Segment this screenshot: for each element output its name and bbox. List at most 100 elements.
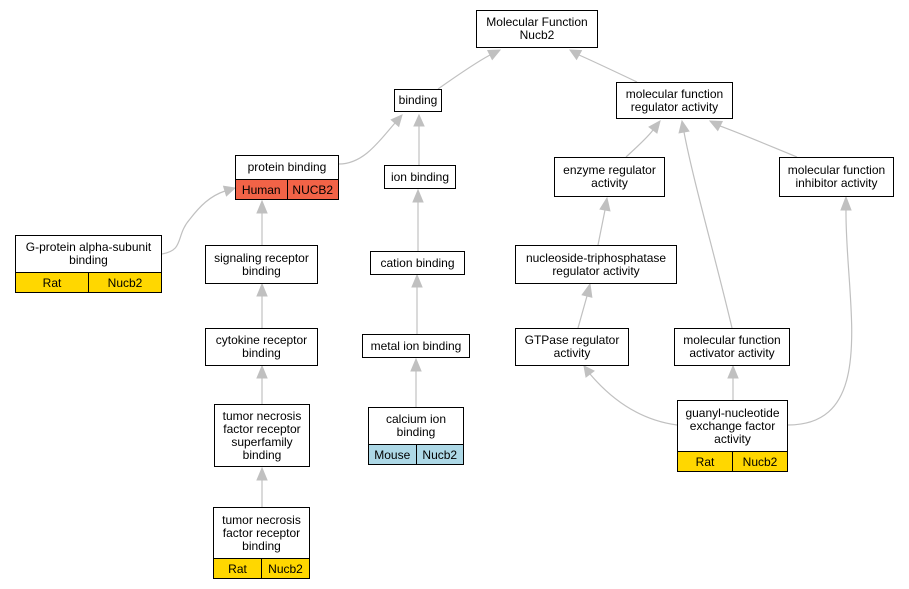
gene-cell: Nucb2 bbox=[88, 273, 161, 292]
edge-enzreg-to-mfra bbox=[625, 120, 661, 158]
node-label: protein binding bbox=[247, 160, 327, 174]
arrowhead-icon bbox=[678, 119, 690, 134]
annotation-row: Human NUCB2 bbox=[236, 179, 338, 199]
edge-mfact-to-mfra bbox=[678, 119, 733, 329]
arrowhead-icon bbox=[568, 49, 583, 61]
arrowhead-icon bbox=[410, 357, 422, 372]
node-label: tumor necrosis factor receptor superfami… bbox=[222, 408, 302, 462]
arrowhead-icon bbox=[583, 365, 595, 378]
arrowhead-icon bbox=[708, 120, 724, 132]
node-protein-binding[interactable]: protein binding Human NUCB2 bbox=[235, 155, 339, 200]
node-molecular-function-regulator-activity[interactable]: molecular function regulator activity bbox=[616, 82, 733, 119]
node-label: nucleoside-triphosphatase regulator acti… bbox=[525, 250, 667, 278]
edge-mfinh-to-mfra bbox=[708, 120, 798, 158]
node-gtpase-regulator-activity[interactable]: GTPase regulator activity bbox=[515, 328, 629, 366]
node-tnf-receptor-superfamily-binding[interactable]: tumor necrosis factor receptor superfami… bbox=[214, 404, 310, 467]
arrowhead-icon bbox=[413, 113, 425, 127]
node-label: binding bbox=[398, 93, 438, 107]
node-label: metal ion binding bbox=[370, 338, 462, 353]
arrowhead-icon bbox=[222, 185, 237, 197]
edge-gnef-to-gtpase bbox=[583, 365, 678, 426]
edge-line bbox=[161, 190, 226, 255]
node-cytokine-receptor-binding[interactable]: cytokine receptor binding bbox=[205, 328, 318, 366]
arrowhead-icon bbox=[727, 364, 739, 379]
edge-metal-to-cation bbox=[411, 273, 423, 334]
gene-cell: NUCB2 bbox=[286, 180, 338, 199]
edge-line bbox=[338, 122, 396, 165]
edge-cation-to-ion bbox=[412, 188, 424, 251]
node-label: GTPase regulator activity bbox=[524, 333, 620, 360]
node-enzyme-regulator-activity[interactable]: enzyme regulator activity bbox=[554, 157, 665, 197]
edge-line bbox=[625, 129, 654, 158]
node-label: Molecular Function Nucb2 bbox=[486, 15, 588, 42]
arrowhead-icon bbox=[256, 466, 268, 481]
node-label: enzyme regulator activity bbox=[563, 163, 656, 190]
edge-gprot-to-protein bbox=[161, 185, 237, 255]
edge-line bbox=[787, 209, 853, 426]
edge-tnfr-to-tnfsf bbox=[256, 466, 268, 507]
node-label: molecular function regulator activity bbox=[625, 86, 724, 114]
annotation-row: Rat Nucb2 bbox=[214, 558, 309, 578]
node-signaling-receptor-binding[interactable]: signaling receptor binding bbox=[205, 245, 318, 284]
node-nucleoside-triphosphatase-regulator-activity[interactable]: nucleoside-triphosphatase regulator acti… bbox=[515, 245, 677, 284]
edge-line bbox=[683, 131, 733, 329]
node-binding[interactable]: binding bbox=[394, 89, 442, 112]
arrowhead-icon bbox=[411, 273, 423, 288]
node-molecular-function-nucb2[interactable]: Molecular Function Nucb2 bbox=[476, 10, 598, 48]
node-label: calcium ion binding bbox=[385, 412, 447, 439]
arrowhead-icon bbox=[648, 120, 661, 134]
edge-protein-to-binding bbox=[338, 114, 403, 165]
edge-cytok-to-sigrec bbox=[256, 282, 268, 328]
node-molecular-function-activator-activity[interactable]: molecular function activator activity bbox=[674, 328, 790, 366]
edge-line bbox=[597, 209, 606, 246]
edge-binding-to-root bbox=[437, 49, 502, 90]
node-label: G-protein alpha-subunit binding bbox=[25, 240, 152, 267]
edge-line bbox=[578, 54, 638, 83]
gene-cell: Nucb2 bbox=[261, 559, 309, 578]
arrowhead-icon bbox=[840, 195, 852, 211]
node-calcium-ion-binding[interactable]: calcium ion binding Mouse Nucb2 bbox=[368, 407, 464, 465]
node-label: molecular function inhibitor activity bbox=[787, 163, 886, 190]
species-cell: Rat bbox=[16, 273, 88, 292]
edge-line bbox=[577, 295, 588, 329]
edge-line bbox=[589, 373, 678, 426]
node-guanyl-nucleotide-exchange-factor-activity[interactable]: guanyl-nucleotide exchange factor activi… bbox=[677, 400, 788, 472]
node-tnf-receptor-binding[interactable]: tumor necrosis factor receptor binding R… bbox=[213, 507, 310, 579]
node-label: signaling receptor binding bbox=[214, 250, 309, 278]
gene-cell: Nucb2 bbox=[732, 452, 787, 471]
edge-gnef-to-mfinh bbox=[787, 195, 853, 426]
node-metal-ion-binding[interactable]: metal ion binding bbox=[362, 334, 470, 358]
edge-calcium-to-metal bbox=[410, 357, 422, 407]
arrowhead-icon bbox=[256, 282, 268, 297]
node-ion-binding[interactable]: ion binding bbox=[384, 165, 456, 189]
arrowhead-icon bbox=[486, 49, 502, 61]
edge-ion-to-binding bbox=[413, 113, 425, 165]
edge-mfra-to-root bbox=[568, 49, 638, 83]
arrowhead-icon bbox=[256, 199, 268, 214]
arrowhead-icon bbox=[581, 282, 593, 298]
node-label: molecular function activator activity bbox=[683, 333, 781, 360]
annotation-row: Mouse Nucb2 bbox=[369, 444, 463, 464]
edge-line bbox=[719, 125, 798, 158]
arrowhead-icon bbox=[412, 188, 424, 203]
arrowhead-icon bbox=[256, 364, 268, 379]
annotation-row: Rat Nucb2 bbox=[678, 451, 787, 471]
node-g-protein-alpha-subunit-binding[interactable]: G-protein alpha-subunit binding Rat Nucb… bbox=[15, 235, 162, 293]
node-molecular-function-inhibitor-activity[interactable]: molecular function inhibitor activity bbox=[779, 157, 894, 197]
node-label: guanyl-nucleotide exchange factor activi… bbox=[685, 405, 780, 446]
edge-ntpase-to-enzreg bbox=[597, 196, 611, 246]
species-cell: Mouse bbox=[369, 445, 416, 464]
edge-line bbox=[437, 54, 491, 90]
node-label: tumor necrosis factor receptor binding bbox=[222, 512, 301, 553]
edge-gnef-to-mfact bbox=[727, 364, 739, 400]
edge-tnfsf-to-cytok bbox=[256, 364, 268, 404]
node-cation-binding[interactable]: cation binding bbox=[370, 251, 465, 275]
species-cell: Rat bbox=[214, 559, 261, 578]
arrowhead-icon bbox=[599, 196, 611, 212]
edge-gtpase-to-ntpase bbox=[577, 282, 593, 329]
gene-cell: Nucb2 bbox=[415, 445, 463, 464]
species-cell: Human bbox=[236, 180, 287, 199]
arrowhead-icon bbox=[390, 114, 403, 128]
